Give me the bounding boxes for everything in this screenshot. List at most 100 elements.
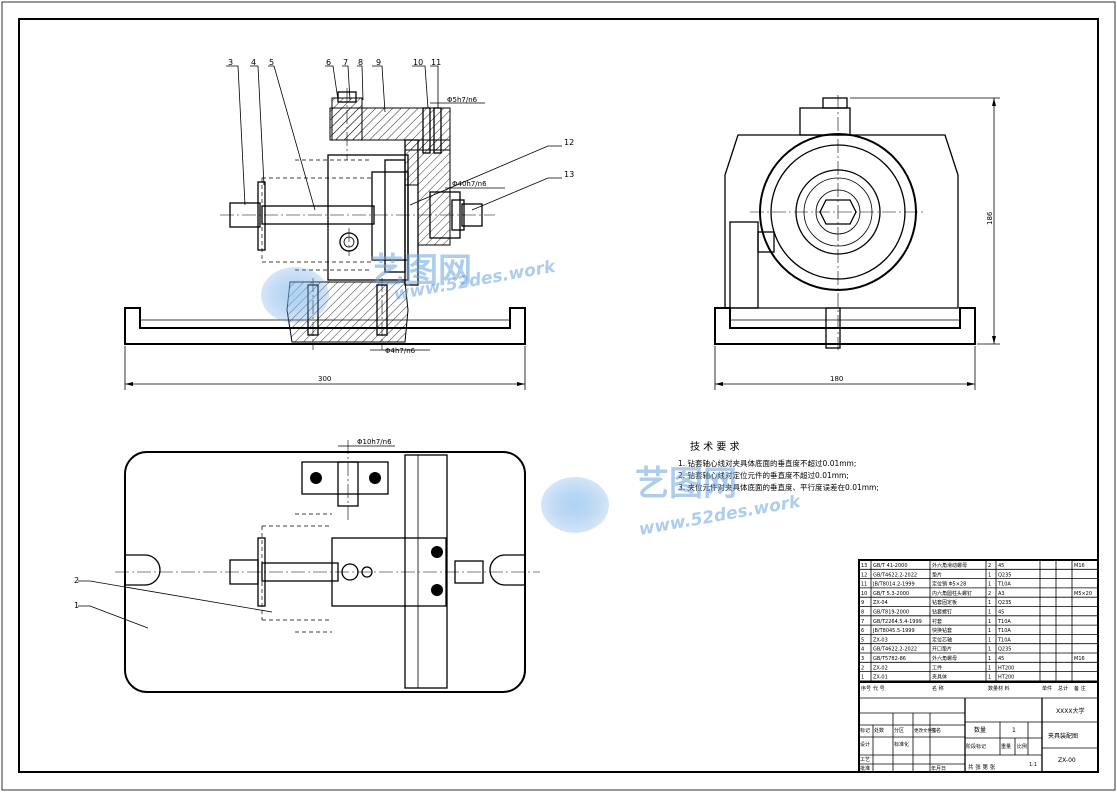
bom-cell-no: 2 (861, 665, 864, 671)
bom-cell-qty: 1 (988, 610, 991, 616)
bom-cell-qty: 2 (988, 563, 991, 569)
fit-plan-callout: Φ10h7/n6 (357, 438, 392, 446)
bom-cell-no: 3 (861, 656, 864, 662)
part-label-13: 13 (564, 170, 574, 179)
bom-header-cell: 总计 (1058, 685, 1068, 692)
tb-approve: 批准 (860, 765, 870, 772)
fit-top-callout: Φ5h7/n6 (447, 96, 478, 104)
tb-school: XXXX大学 (1056, 707, 1084, 715)
bom-cell-code: GB/T 41-2000 (873, 563, 908, 569)
bom-cell-mat: T10A (997, 619, 1011, 625)
bom-cell-name: 钻套固定板 (932, 599, 957, 606)
bom-cell-name: 定位芯轴 (932, 636, 952, 643)
bom-cell-code: JB/T8045.5-1999 (872, 628, 915, 634)
part-label-8: 8 (358, 58, 363, 67)
bom-cell-code: ZX-04 (873, 600, 888, 606)
fit-bottom-callout: Φ4h7/n6 (385, 347, 416, 355)
side-width-dim: 180 (830, 375, 843, 383)
tb-designer: 设计 (860, 741, 870, 748)
bom-cell-code: ZX-03 (873, 637, 888, 643)
bom-cell-no: 13 (861, 563, 867, 569)
bom-cell-mat: 45 (998, 610, 1004, 616)
bom-cell-code: GB/T5782-86 (873, 656, 906, 662)
bom-cell-qty: 1 (988, 647, 991, 653)
bom-cell-no: 4 (861, 647, 864, 653)
part-label-1: 1 (74, 601, 79, 610)
bom-cell-no: 1 (861, 675, 864, 681)
bom-header-cell: 名 称 (932, 685, 944, 692)
bom-cell-qty: 1 (988, 628, 991, 634)
bom-header-cell: 单件 (1042, 685, 1052, 692)
bom-cell-name: 快换钻套 (932, 627, 952, 634)
tb-qty-value: 1 (1012, 727, 1016, 734)
bom-cell-code: GB/T2264.5.4-1999 (873, 619, 922, 625)
tb-sign: 签名 (931, 727, 941, 734)
bom-header-cell: 序号 (861, 685, 871, 692)
watermark-brand: 艺图网 (370, 251, 472, 291)
bom-cell-name: 钻套螺钉 (932, 609, 952, 616)
part-label-5: 5 (269, 58, 274, 67)
tech-item-1: 1. 钻套轴心线对夹具体底面的垂直度不超过0.01mm; (678, 458, 856, 468)
bom-cell-name: 衬套 (932, 618, 942, 625)
tb-sheet: 共 张 第 张 (968, 763, 996, 771)
bom-cell-qty: 1 (988, 600, 991, 606)
bom-cell-mat: 45 (998, 563, 1004, 569)
bom-cell-qty: 2 (988, 591, 991, 597)
bom-header-cell: 数量 (988, 685, 998, 692)
tb-date: 年月日 (931, 765, 946, 772)
bom-cell-no: 11 (861, 582, 867, 588)
tb-mark: 标记 (860, 727, 870, 734)
tb-scale-label: 比例 (1017, 743, 1027, 750)
bom-cell-mat: Q235 (998, 600, 1011, 606)
tb-count: 处数 (874, 727, 884, 734)
bom-cell-code: JB/T8014.2-1999 (872, 582, 915, 588)
bom-cell-mat: T10A (997, 628, 1011, 634)
bom-cell-mat: Q235 (998, 572, 1011, 578)
bom-header-cell: 备 注 (1074, 685, 1086, 692)
bom-cell-note: M16 (1074, 656, 1085, 662)
bom-cell-qty: 1 (988, 619, 991, 625)
fit-right-callout: Φ40h7/n6 (452, 180, 487, 188)
part-label-11: 11 (431, 58, 441, 67)
bom-cell-no: 5 (861, 637, 864, 643)
tb-process: 工艺 (860, 757, 870, 763)
front-view: 300 Φ5h7/n6 Φ40h7/n6 Φ4h7/n6 3 4 5 6 7 8… (124, 58, 574, 390)
tb-weight: 重量 (1001, 743, 1011, 750)
bom-cell-code: GB/T819-2000 (873, 610, 909, 616)
inner-border (18, 18, 1099, 773)
side-height-dim: 186 (986, 211, 994, 225)
tb-zone: 分区 (894, 727, 904, 734)
bom-cell-mat: A3 (998, 591, 1005, 597)
tech-item-2: 2. 钻套轴心线对定位元件的垂直度不超过0.01mm; (678, 470, 849, 480)
bom-cell-code: ZX-01 (873, 675, 888, 681)
bom-cell-no: 9 (861, 600, 864, 606)
part-label-3: 3 (228, 58, 233, 67)
bom-cell-note: M16 (1074, 563, 1085, 569)
part-label-10: 10 (413, 58, 423, 67)
bom-cell-mat: 45 (998, 656, 1004, 662)
bom-cell-code: ZX-02 (873, 665, 888, 671)
tb-drawing-name: 夹具装配图 (1048, 732, 1078, 740)
bom-cell-qty: 1 (988, 656, 991, 662)
tb-rev: 更改文件号 (914, 727, 937, 734)
tech-title: 技 术 要 求 (690, 440, 740, 453)
bom-cell-mat: HT200 (998, 675, 1014, 681)
bom-cell-no: 6 (861, 628, 864, 634)
tb-standard: 标准化 (894, 741, 909, 748)
bom-cell-no: 8 (861, 610, 864, 616)
tb-stage: 阶段标记 (966, 743, 986, 750)
bom-cell-name: 定位销 Φ5×28 (932, 581, 966, 588)
bom-cell-no: 7 (861, 619, 864, 625)
bom-cell-mat: T10A (997, 582, 1011, 588)
bom-cell-name: 开口垫片 (932, 646, 952, 653)
bom-cell-mat: T10A (997, 637, 1011, 643)
bom-cell-qty: 1 (988, 572, 991, 578)
tech-requirements: 技 术 要 求 1. 钻套轴心线对夹具体底面的垂直度不超过0.01mm; 2. … (678, 440, 879, 492)
plan-view: Φ10h7/n6 2 1 (74, 438, 540, 693)
bom-cell-code: GB/T 5.3-2000 (873, 591, 909, 597)
part-label-9: 9 (376, 58, 381, 67)
bom-cell-note: M5×20 (1074, 591, 1092, 597)
